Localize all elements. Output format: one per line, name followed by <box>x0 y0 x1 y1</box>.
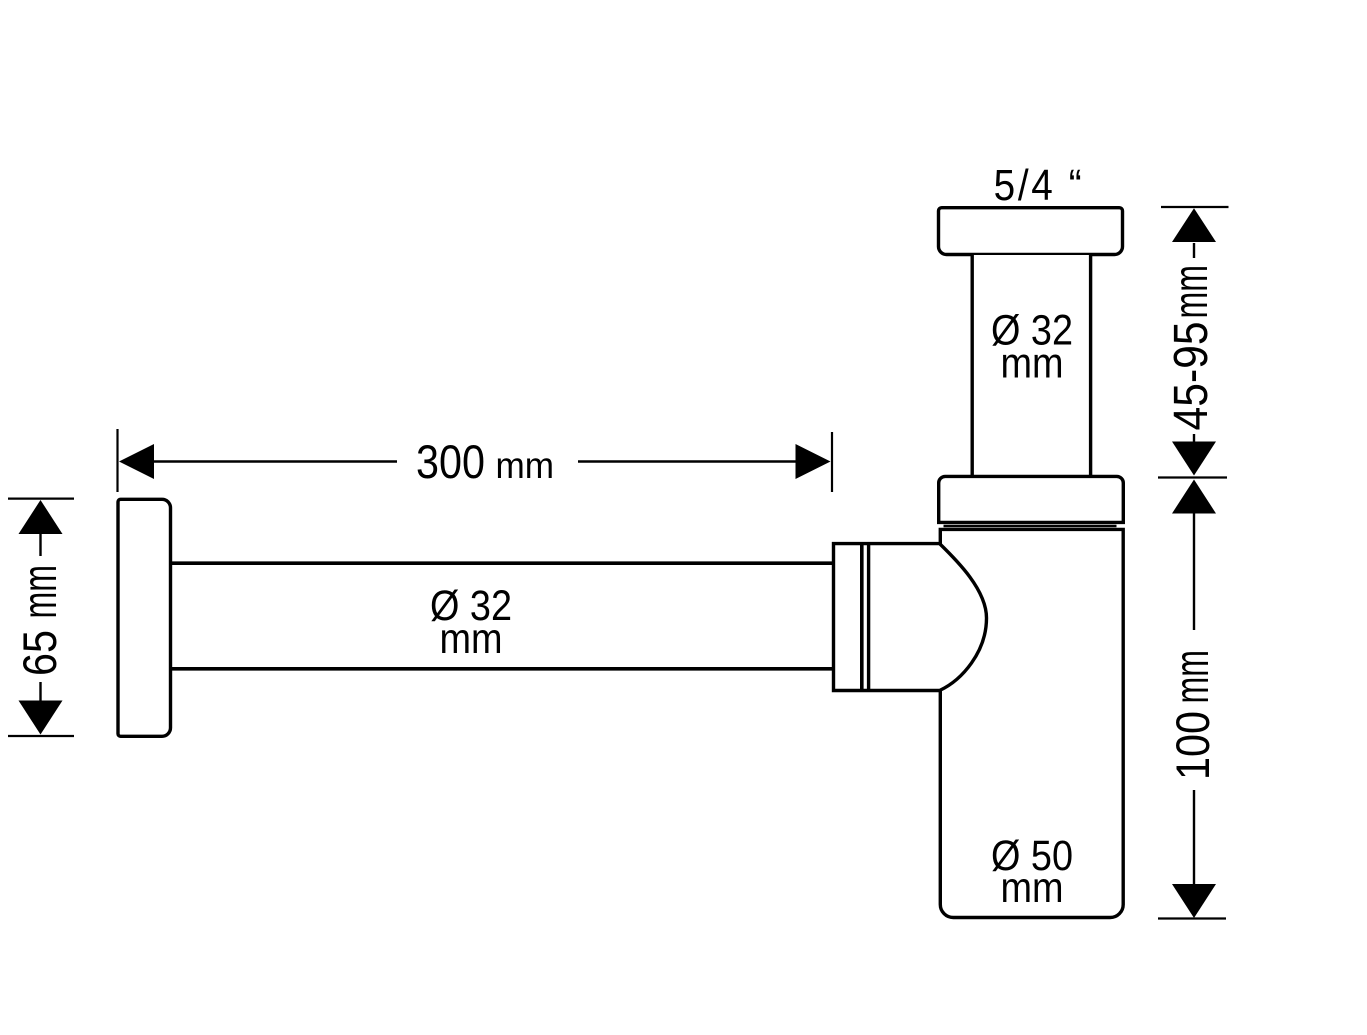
svg-text:Ø 50: Ø 50 <box>991 831 1073 880</box>
svg-text:mm: mm <box>1164 265 1218 319</box>
svg-text:mm: mm <box>1000 863 1063 912</box>
svg-text:mm: mm <box>1000 338 1063 387</box>
svg-text:mm: mm <box>439 614 502 663</box>
svg-text:45-95: 45-95 <box>1163 321 1217 430</box>
svg-text:mm: mm <box>1165 650 1219 704</box>
svg-text:mm: mm <box>13 565 67 619</box>
svg-text:100: 100 <box>1168 711 1220 780</box>
svg-text:5/4 “: 5/4 “ <box>994 160 1085 210</box>
svg-text:Ø 32: Ø 32 <box>991 305 1073 354</box>
svg-text:65: 65 <box>15 630 67 676</box>
svg-text:mm: mm <box>496 444 555 486</box>
svg-text:Ø 32: Ø 32 <box>430 581 512 630</box>
svg-text:300: 300 <box>416 437 485 489</box>
